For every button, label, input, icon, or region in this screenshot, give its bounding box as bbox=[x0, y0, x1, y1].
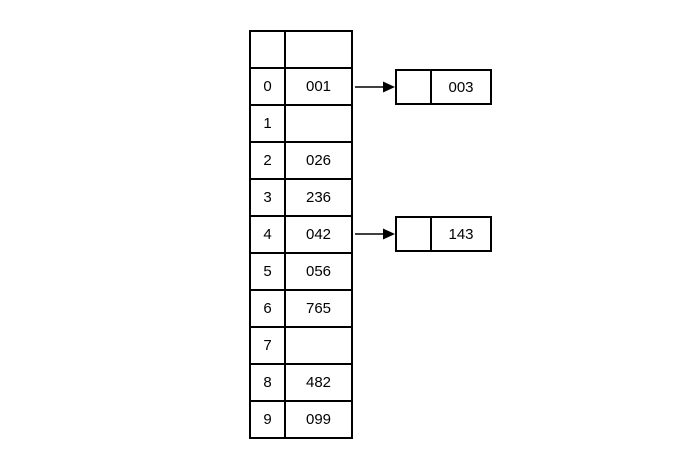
table-row: 2 026 bbox=[249, 141, 353, 180]
table-row: 3 236 bbox=[249, 178, 353, 217]
table-row: 8 482 bbox=[249, 363, 353, 402]
index-cell: 2 bbox=[249, 141, 286, 180]
index-cell: 3 bbox=[249, 178, 286, 217]
index-cell: 0 bbox=[249, 67, 286, 106]
value-cell: 001 bbox=[284, 67, 353, 106]
hash-table: 0 001 1 2 026 3 236 4 042 5 056 6 765 7 bbox=[249, 30, 353, 439]
table-row: 4 042 bbox=[249, 215, 353, 254]
index-cell bbox=[249, 30, 286, 69]
value-cell: 056 bbox=[284, 252, 353, 291]
value-cell: 042 bbox=[284, 215, 353, 254]
table-row: 1 bbox=[249, 104, 353, 143]
index-cell: 1 bbox=[249, 104, 286, 143]
table-row bbox=[249, 30, 353, 69]
node-pointer-cell bbox=[395, 216, 430, 252]
index-cell: 6 bbox=[249, 289, 286, 328]
index-cell: 5 bbox=[249, 252, 286, 291]
index-cell: 4 bbox=[249, 215, 286, 254]
link-arrow-icon bbox=[355, 228, 395, 240]
table-row: 0 001 bbox=[249, 67, 353, 106]
node-pointer-cell bbox=[395, 69, 430, 105]
value-cell: 099 bbox=[284, 400, 353, 439]
index-cell: 7 bbox=[249, 326, 286, 365]
value-cell bbox=[284, 326, 353, 365]
link-arrow-icon bbox=[355, 81, 395, 93]
value-cell: 236 bbox=[284, 178, 353, 217]
table-row: 6 765 bbox=[249, 289, 353, 328]
table-row: 5 056 bbox=[249, 252, 353, 291]
value-cell bbox=[284, 104, 353, 143]
value-cell: 482 bbox=[284, 363, 353, 402]
linked-node: 003 bbox=[395, 69, 492, 105]
table-row: 9 099 bbox=[249, 400, 353, 439]
node-value-cell: 003 bbox=[430, 69, 492, 105]
table-row: 7 bbox=[249, 326, 353, 365]
node-value-cell: 143 bbox=[430, 216, 492, 252]
value-cell: 765 bbox=[284, 289, 353, 328]
index-cell: 9 bbox=[249, 400, 286, 439]
linked-node: 143 bbox=[395, 216, 492, 252]
value-cell bbox=[284, 30, 353, 69]
index-cell: 8 bbox=[249, 363, 286, 402]
value-cell: 026 bbox=[284, 141, 353, 180]
